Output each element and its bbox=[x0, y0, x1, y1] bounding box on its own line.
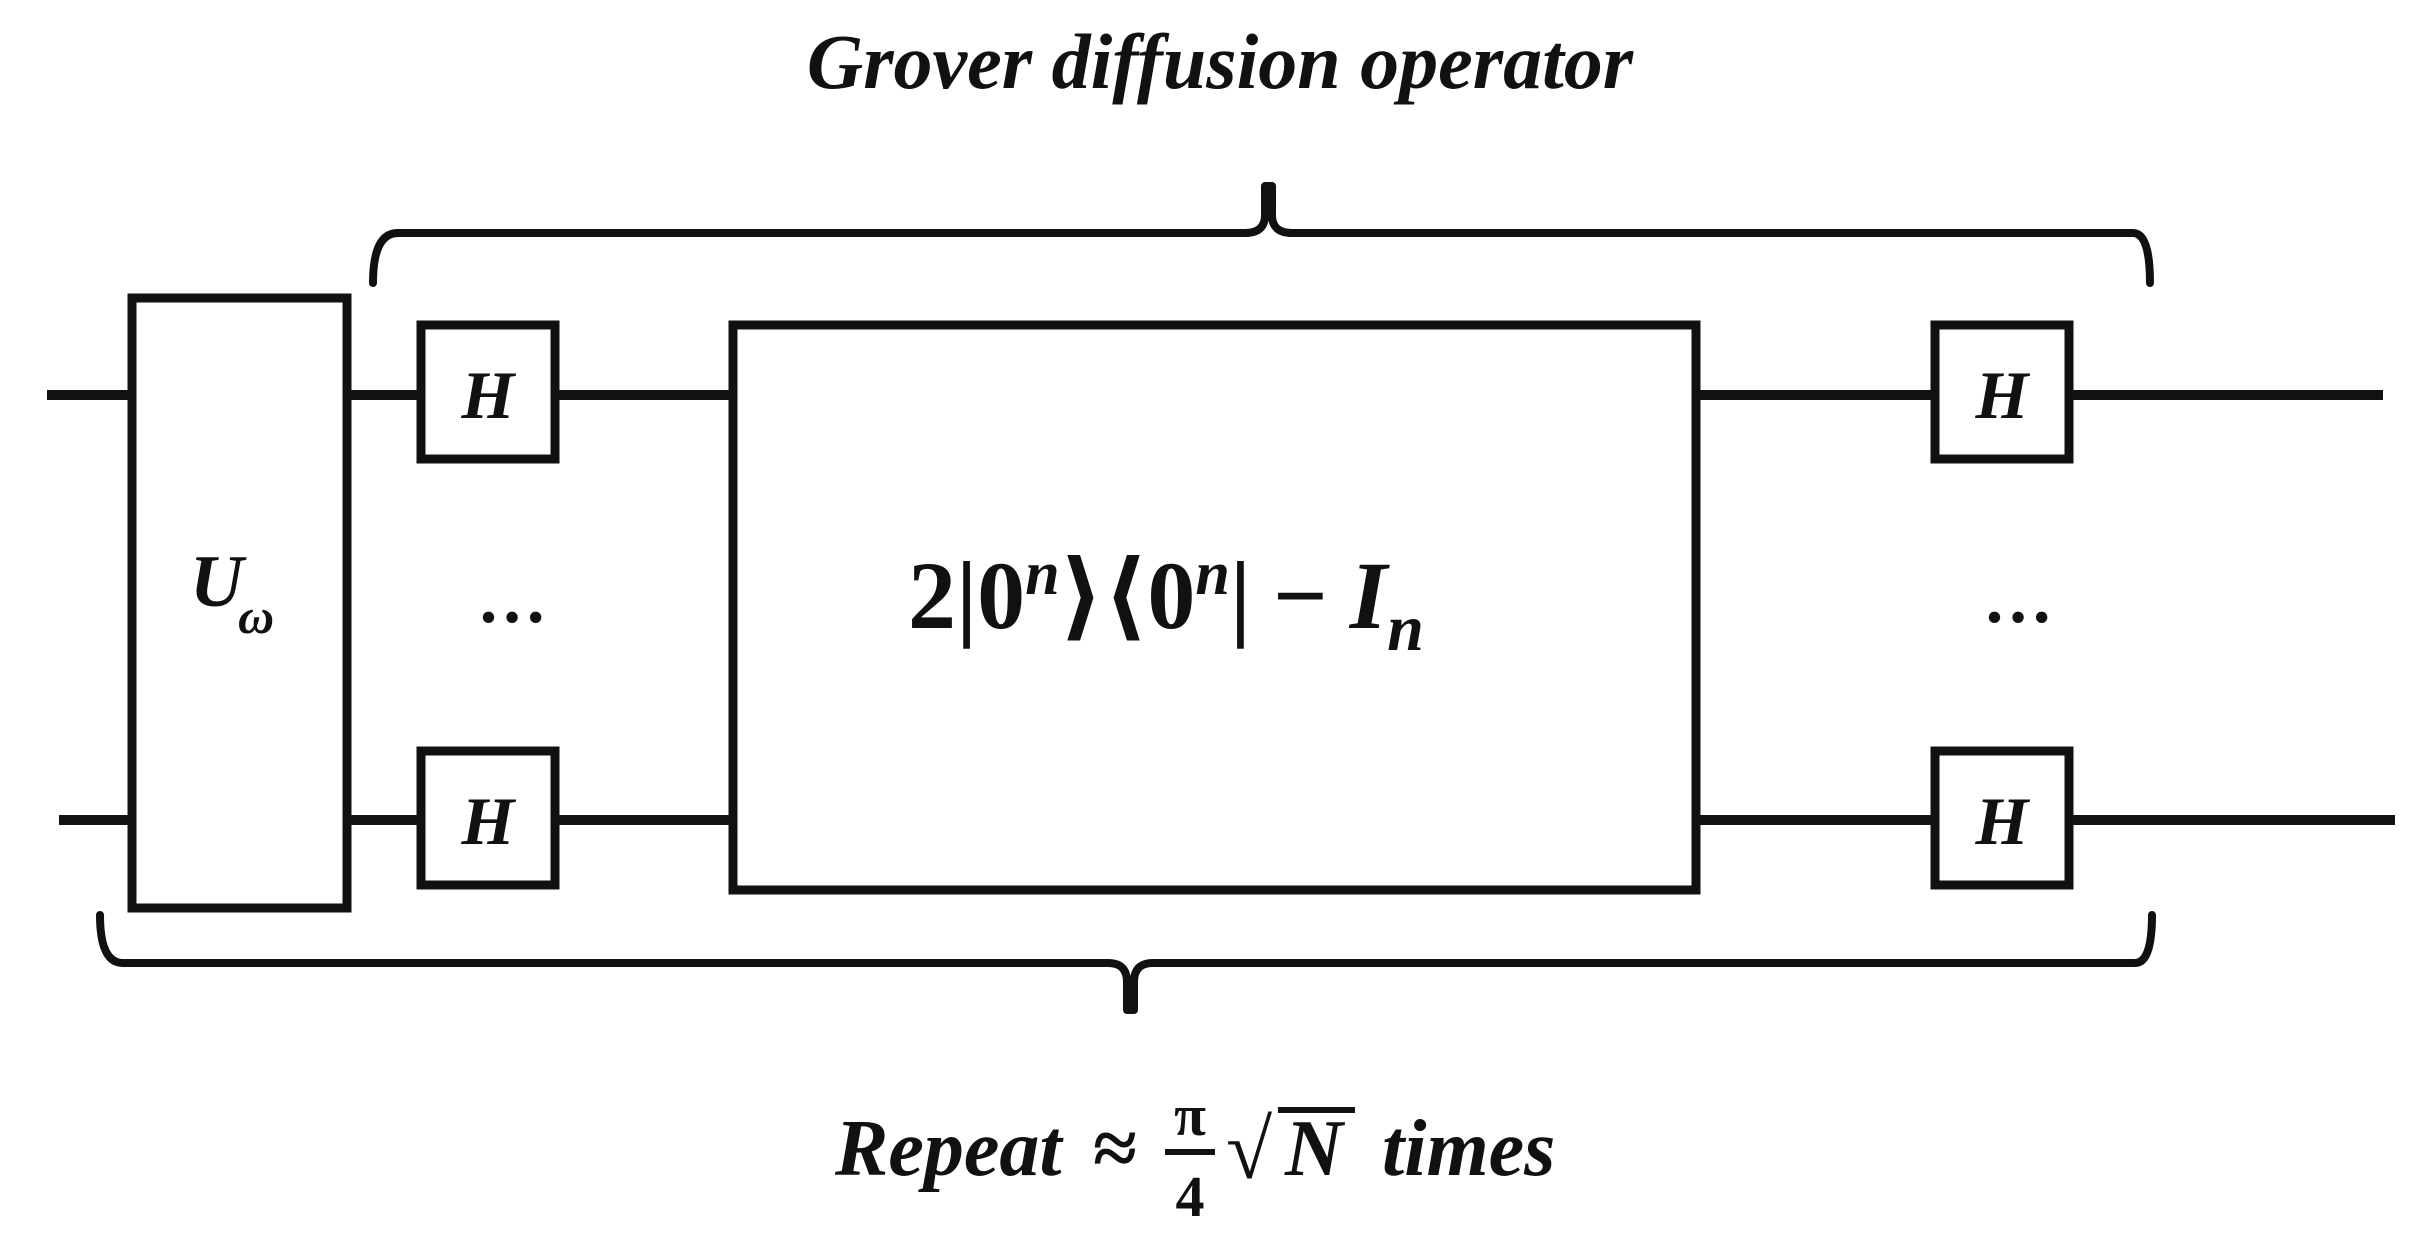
hadamard-gate-top-right: H bbox=[1930, 320, 2074, 464]
ket-bar: | bbox=[956, 542, 977, 649]
four-denominator: 4 bbox=[1176, 1164, 1205, 1228]
top-brace bbox=[369, 182, 2154, 287]
bottom-brace bbox=[96, 911, 2156, 1014]
oracle-subscript: ω bbox=[238, 588, 274, 644]
hadamard-gate-top-left: H bbox=[416, 320, 560, 464]
hadamard-label: H bbox=[1975, 783, 2031, 859]
bra-open: ⟨ bbox=[1104, 542, 1148, 649]
bra-zero: 0 bbox=[1147, 542, 1195, 649]
ket-exponent: n bbox=[1025, 540, 1059, 608]
approx-symbol: ≈ bbox=[1093, 1105, 1137, 1193]
reflection-operator-label: 2|0n⟩⟨0n|−In bbox=[908, 540, 1424, 665]
bra-bar: | bbox=[1230, 542, 1251, 649]
repeat-text: Repeat bbox=[834, 1105, 1064, 1193]
ellipsis-right: … bbox=[1983, 561, 2053, 638]
top-caption: Grover diffusion operator bbox=[807, 18, 1634, 105]
reflection-coefficient: 2 bbox=[908, 542, 956, 649]
hadamard-label: H bbox=[461, 783, 517, 859]
times-text: times bbox=[1382, 1105, 1555, 1193]
bottom-caption: Repeat ≈ π 4 √ N times bbox=[834, 1083, 1555, 1229]
pi-numerator: π bbox=[1174, 1083, 1206, 1148]
minus-sign: − bbox=[1273, 542, 1328, 649]
ket-zero: 0 bbox=[977, 542, 1025, 649]
sqrt-symbol: √ bbox=[1226, 1104, 1273, 1197]
ket-close: ⟩ bbox=[1060, 542, 1104, 649]
hadamard-gate-bottom-left: H bbox=[416, 746, 560, 890]
identity-symbol: I bbox=[1349, 542, 1391, 649]
bra-exponent: n bbox=[1195, 540, 1229, 608]
hadamard-label: H bbox=[461, 357, 517, 433]
oracle-label: U bbox=[190, 541, 247, 623]
reflection-gate: 2|0n⟩⟨0n|−In bbox=[728, 320, 1701, 895]
hadamard-gate-bottom-right: H bbox=[1930, 746, 2074, 890]
oracle-gate: U ω bbox=[127, 293, 352, 913]
n-symbol: N bbox=[1284, 1105, 1346, 1193]
hadamard-label: H bbox=[1975, 357, 2031, 433]
ellipsis-left: … bbox=[477, 561, 547, 638]
identity-subscript: n bbox=[1387, 592, 1424, 665]
